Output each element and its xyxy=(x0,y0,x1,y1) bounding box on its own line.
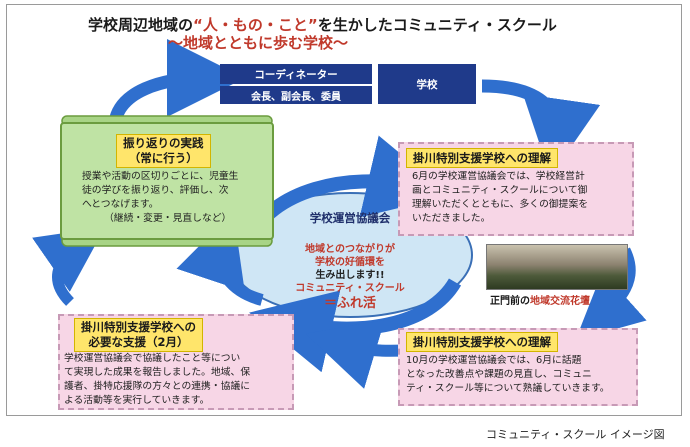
support-title-line1: 掛川特別支援学校への xyxy=(81,320,196,334)
understanding-text: 6月の学校運営協議会では、学校経営計 画とコミュニティ・スクールについて御 理解… xyxy=(412,171,589,224)
understanding2-title: 掛川特別支援学校への理解 xyxy=(406,332,558,352)
main-title: 学校周辺地域の“人・もの・こと”を生かしたコミュニティ・スクール xyxy=(88,14,557,35)
title-highlight: “人・もの・こと” xyxy=(193,16,318,34)
subtitle: ～地域とともに歩む学校～ xyxy=(168,34,349,52)
photo-caption-highlight: 地域交流花壇 xyxy=(530,296,590,307)
arrow-circle-left xyxy=(176,211,264,306)
members-label: 会長、副会長、委員 xyxy=(220,86,372,104)
center-line-c: 生み出します!! xyxy=(315,270,385,281)
support-title: 掛川特別支援学校への 必要な支援（2月） xyxy=(74,318,203,352)
title-prefix: 学校周辺地域の xyxy=(88,16,194,34)
support-title-line2: 必要な支援（2月） xyxy=(88,335,189,349)
arrow-top-to-right xyxy=(481,79,601,177)
photo-caption-prefix: 正門前の xyxy=(490,296,530,307)
school-label: 学校 xyxy=(378,64,476,104)
reflection-title-line1: 振り返りの実践 xyxy=(123,136,204,150)
center-line-b: 学校の好循環を xyxy=(315,257,385,268)
figure-caption: コミュニティ・スクール イメージ図 xyxy=(486,428,665,441)
support-text: 学校運営協議会で協議したこと等につい て実現した成果を報告しました。地域、保 護… xyxy=(64,353,251,406)
coordinator-label: コーディネーター xyxy=(220,64,372,84)
flowerbed-photo xyxy=(486,244,628,290)
reflection-title: 振り返りの実践 （常に行う） xyxy=(116,134,211,168)
reflection-footer: （継続・変更・見直しなど） xyxy=(104,213,232,224)
understanding2-text: 10月の学校運営協議会では、6月に話題 となった改善点や課題の見直し、コミュニ … xyxy=(406,355,610,394)
center-line-e: ＝ふれ活 xyxy=(323,296,376,311)
reflection-text: 授業や活動の区切りごとに、児童生 徒の学びを振り返り、評価し、次 へとつなげます… xyxy=(82,171,239,210)
photo-caption: 正門前の地域交流花壇 xyxy=(490,292,590,307)
center-line-a: 地域とのつながりが xyxy=(305,244,395,255)
center-line-d: コミュニティ・スクール xyxy=(295,283,405,294)
title-suffix: を生かしたコミュニティ・スクール xyxy=(317,16,557,34)
reflection-title-line2: （常に行う） xyxy=(128,151,198,165)
understanding-title: 掛川特別支援学校への理解 xyxy=(406,148,558,168)
center-heading: 学校運営協議会 xyxy=(309,211,391,225)
arrow-to-top xyxy=(108,39,245,124)
arrow-support-up xyxy=(32,227,106,306)
